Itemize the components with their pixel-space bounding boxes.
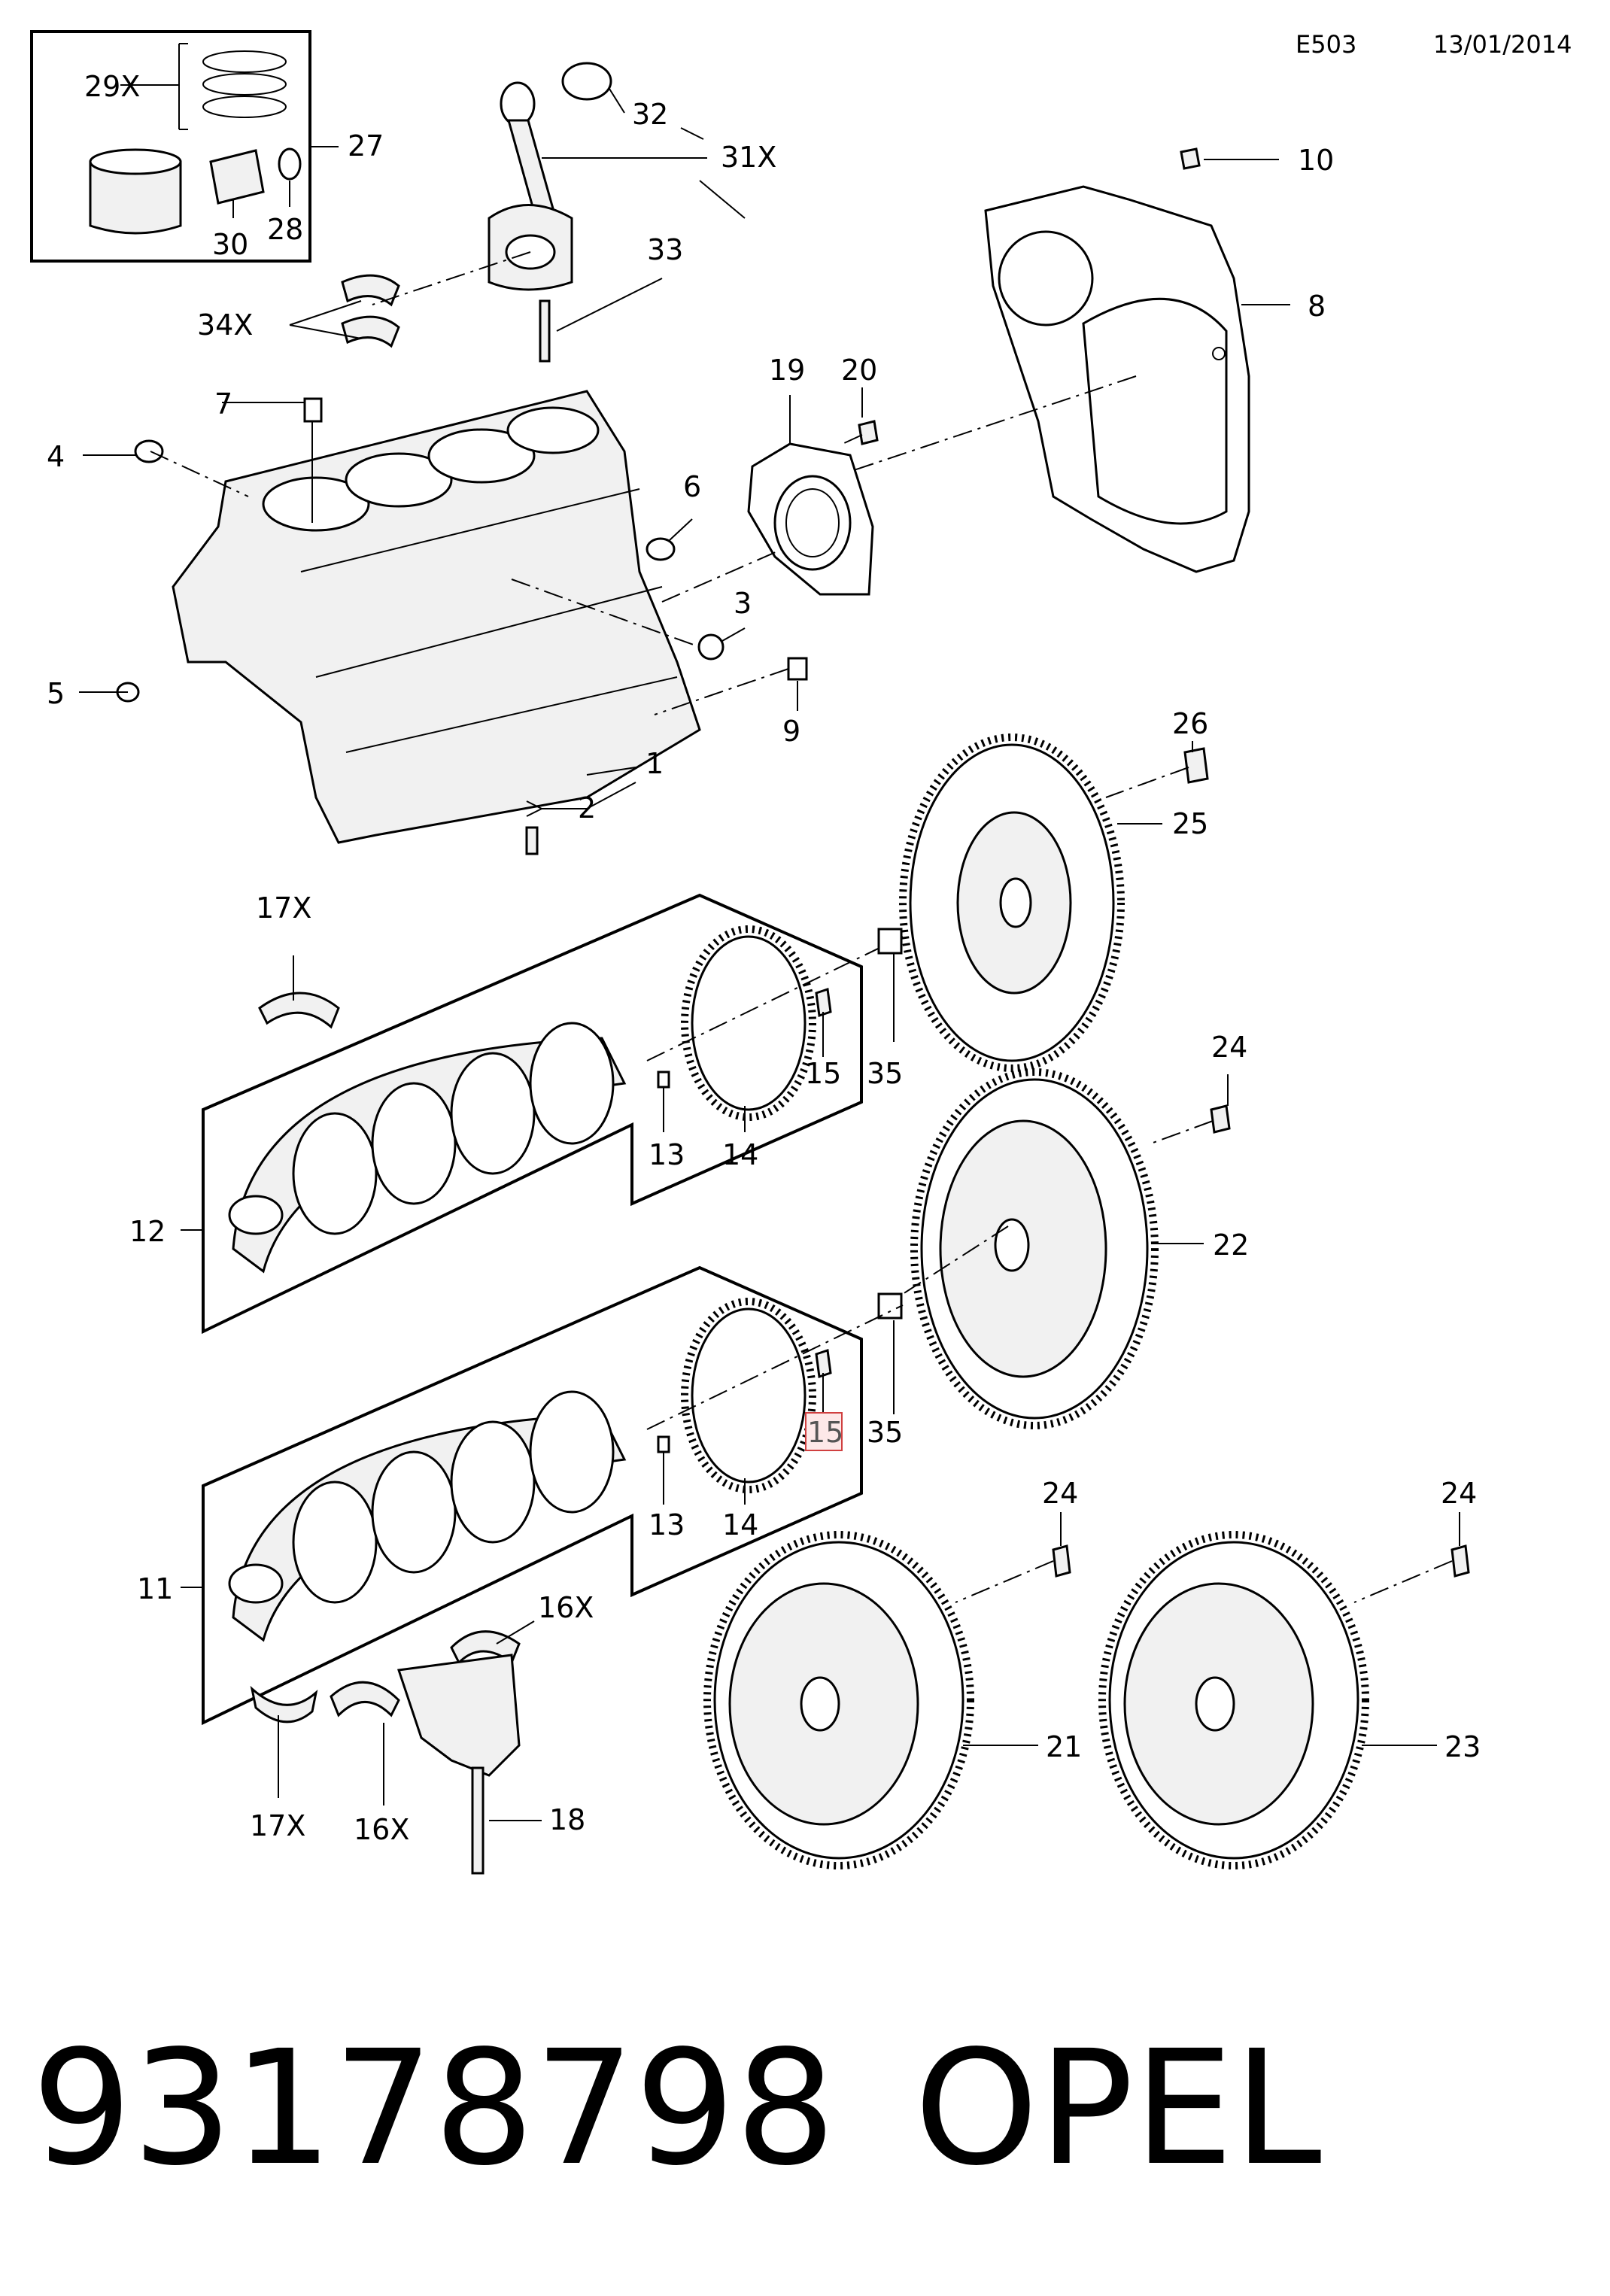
upper-crankshaft-kit — [202, 893, 863, 1335]
callout-13-top: 13 — [649, 1138, 685, 1171]
callout-25: 25 — [1172, 807, 1208, 840]
callout-27: 27 — [348, 129, 384, 162]
rear-engine-plate — [984, 185, 1250, 573]
callout-2: 2 — [578, 791, 596, 825]
callout-8: 8 — [1308, 290, 1326, 323]
callout-4: 4 — [47, 440, 65, 473]
callout-18: 18 — [549, 1803, 585, 1836]
callout-23: 23 — [1444, 1730, 1481, 1763]
callout-35-top: 35 — [867, 1057, 903, 1090]
callout-34x: 34X — [197, 308, 253, 342]
diagram-code: E503 — [1296, 30, 1356, 59]
callout-5: 5 — [47, 677, 65, 710]
callout-3: 3 — [734, 587, 752, 620]
connecting-rod — [341, 62, 612, 363]
callout-6: 6 — [683, 470, 701, 503]
callout-16x-bottom: 16X — [354, 1813, 409, 1846]
lower-crankshaft-kit — [202, 1265, 863, 1726]
dual-mass-flywheel-21 — [703, 1531, 1071, 1869]
callout-31x: 31X — [721, 141, 776, 174]
callout-11: 11 — [137, 1572, 173, 1605]
callout-9: 9 — [782, 715, 800, 748]
callout-10: 10 — [1298, 144, 1334, 177]
callout-24-right: 24 — [1441, 1477, 1477, 1510]
callout-20: 20 — [841, 354, 877, 387]
engine-block — [116, 390, 808, 855]
callout-14-bottom: 14 — [722, 1508, 758, 1541]
callout-16x-top: 16X — [538, 1591, 594, 1624]
main-bearing-parts — [250, 1630, 521, 1875]
flexplate — [899, 733, 1209, 1072]
rear-seal-housing — [747, 420, 879, 596]
callout-15-top: 15 — [805, 1057, 841, 1090]
callout-24-top: 24 — [1211, 1031, 1247, 1064]
callout-28: 28 — [267, 213, 303, 246]
callout-33: 33 — [647, 233, 683, 266]
brand-name: OPEL — [914, 2016, 1322, 2200]
callout-7: 7 — [214, 387, 232, 421]
callout-13-bottom: 13 — [649, 1508, 685, 1541]
callout-12: 12 — [129, 1215, 166, 1248]
piston-kit-box — [30, 30, 311, 263]
callout-32: 32 — [632, 98, 668, 131]
callout-26: 26 — [1172, 707, 1208, 740]
callout-19: 19 — [769, 354, 805, 387]
callout-30: 30 — [212, 228, 248, 261]
callout-35-bottom: 35 — [867, 1416, 903, 1449]
callout-22: 22 — [1213, 1228, 1249, 1262]
diagram-date: 13/01/2014 — [1433, 30, 1572, 59]
callout-1: 1 — [646, 747, 664, 780]
pilot-bearing-lower — [877, 1292, 903, 1320]
dual-mass-flywheel-23 — [1098, 1531, 1470, 1869]
callout-29x: 29X — [84, 70, 140, 103]
part-number: 93178798 — [32, 2016, 836, 2200]
pilot-bearing-upper — [877, 928, 903, 955]
callout-17x-bottom: 17X — [250, 1809, 305, 1842]
dual-mass-flywheel-22 — [910, 1068, 1231, 1429]
callout-21: 21 — [1046, 1730, 1082, 1763]
highlight-box-15 — [805, 1412, 843, 1451]
callout-24-left: 24 — [1042, 1477, 1078, 1510]
callout-15-bottom: 15 — [807, 1416, 843, 1449]
callout-17x-top: 17X — [256, 891, 311, 925]
callout-14-top: 14 — [722, 1138, 758, 1171]
